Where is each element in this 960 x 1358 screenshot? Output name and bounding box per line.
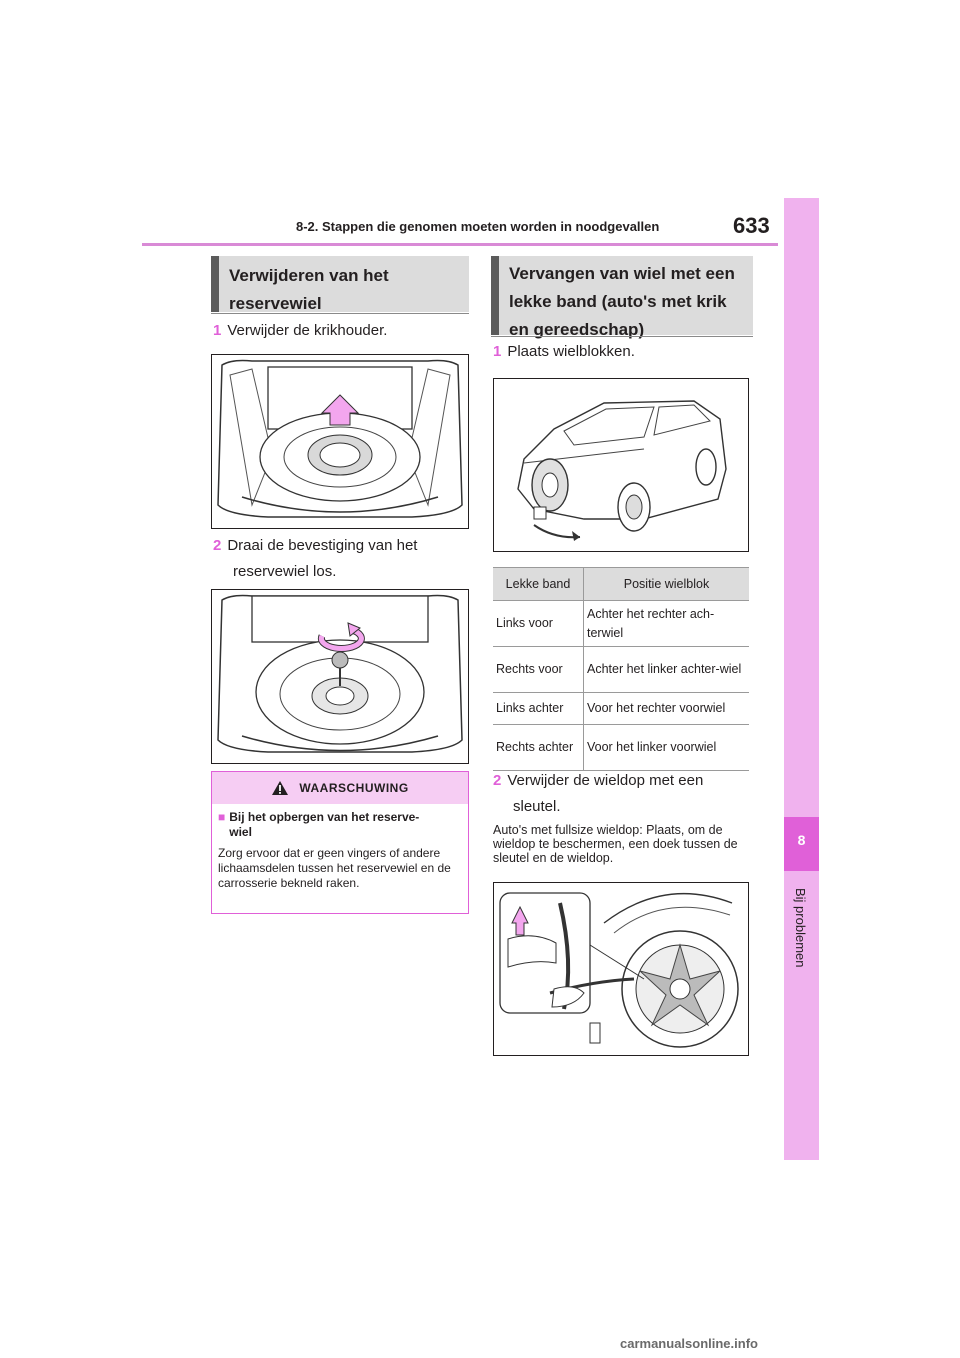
warning-box: WAARSCHUWING ■ Bij het opbergen van het … bbox=[211, 771, 469, 914]
table-header: Positie wielblok bbox=[583, 567, 749, 601]
heading-line: Vervangen van wiel met een bbox=[509, 264, 735, 283]
table-cell: Voor het linker voorwiel bbox=[583, 724, 749, 771]
warning-subtitle-line: wiel bbox=[229, 825, 252, 839]
step-text: Verwijder de krikhouder. bbox=[227, 322, 388, 339]
table-row: Rechts voor Achter het linker achter-wie… bbox=[493, 646, 749, 693]
step-number: 2 bbox=[213, 537, 222, 554]
trunk-illustration bbox=[217, 359, 463, 518]
square-bullet-icon: ■ bbox=[218, 810, 226, 824]
table-row: Links achter Voor het rechter voorwiel bbox=[493, 692, 749, 725]
step-text: Plaats wielblokken. bbox=[507, 343, 635, 360]
warning-subtitle: ■ Bij het opbergen van het reserve-wiel bbox=[218, 810, 462, 840]
table-header: Lekke band bbox=[493, 567, 584, 601]
chapter-number: 8 bbox=[797, 832, 806, 848]
wheel-block-table: Lekke band Positie wielblok Links voor A… bbox=[493, 567, 749, 771]
step-text: sleutel. bbox=[513, 798, 561, 815]
chapter-number-tab bbox=[784, 817, 819, 871]
table-cell: Links achter bbox=[493, 692, 584, 725]
section-heading-remove-spare: Verwijderen van het reservewiel bbox=[211, 256, 469, 313]
heading-underline bbox=[211, 313, 469, 314]
table-cell: Rechts voor bbox=[493, 646, 584, 693]
table-row: Links voor Achter het rechter ach-terwie… bbox=[493, 600, 749, 647]
page-number: 633 bbox=[733, 213, 770, 238]
step-2-loosen-spare: 2 Draai de bevestiging van het reservewie… bbox=[213, 533, 417, 585]
figure-jack-holder-removal bbox=[211, 354, 469, 529]
heading-line: lekke band (auto's met krik bbox=[509, 292, 727, 311]
warning-header: WAARSCHUWING bbox=[212, 772, 468, 804]
step-text: Verwijder de wieldop met een bbox=[507, 772, 704, 789]
warning-title: WAARSCHUWING bbox=[299, 781, 409, 795]
table-cell: Achter het rechter ach-terwiel bbox=[583, 600, 749, 647]
suv-illustration bbox=[517, 400, 727, 541]
heading-line: reservewiel bbox=[229, 294, 322, 313]
figure-remove-hubcap bbox=[493, 882, 749, 1056]
section-heading-replace-wheel: Vervangen van wiel met een lekke band (a… bbox=[491, 256, 753, 339]
section-title: 8-2. Stappen die genomen moeten worden i… bbox=[296, 219, 660, 234]
step-text: Draai de bevestiging van het bbox=[227, 537, 418, 554]
header-rule bbox=[142, 243, 778, 246]
heading-underline bbox=[491, 336, 753, 337]
table-cell: Voor het rechter voorwiel bbox=[583, 692, 749, 725]
fullsize-hubcap-note: Auto's met fullsize wieldop: Plaats, om … bbox=[493, 823, 738, 865]
table-cell: Links voor bbox=[493, 600, 584, 647]
spare-wheel-illustration bbox=[217, 594, 463, 753]
step-1-remove-jack-holder: 1 Verwijder de krikhouder. bbox=[213, 318, 387, 344]
chapter-side-tab bbox=[784, 198, 819, 1160]
warning-body: Zorg ervoor dat er geen vingers of ander… bbox=[218, 846, 451, 890]
figure-loosen-spare-wheel bbox=[211, 589, 469, 764]
step-2-remove-hubcap: 2 Verwijder de wieldop met een sleutel. bbox=[493, 768, 703, 820]
heading-line: Verwijderen van het bbox=[229, 266, 389, 285]
chapter-label: Bij problemen bbox=[793, 888, 808, 968]
step-number: 1 bbox=[493, 343, 502, 360]
watermark: carmanualsonline.info bbox=[620, 1336, 758, 1351]
table-cell: Achter het linker achter-wiel bbox=[583, 646, 749, 693]
step-text: reservewiel los. bbox=[233, 563, 337, 580]
table-cell: Rechts achter bbox=[493, 724, 584, 771]
step-number: 2 bbox=[493, 772, 502, 789]
step-number: 1 bbox=[213, 322, 222, 339]
warning-triangle-icon bbox=[272, 781, 289, 795]
step-1-place-wheel-blocks: 1 Plaats wielblokken. bbox=[493, 339, 635, 365]
table-row: Rechts achter Voor het linker voorwiel bbox=[493, 724, 749, 771]
figure-wheel-blocks bbox=[493, 378, 749, 552]
hubcap-illustration bbox=[499, 892, 739, 1048]
heading-line: en gereedschap) bbox=[509, 320, 645, 339]
warning-subtitle-line: Bij het opbergen van het reserve- bbox=[229, 810, 420, 824]
